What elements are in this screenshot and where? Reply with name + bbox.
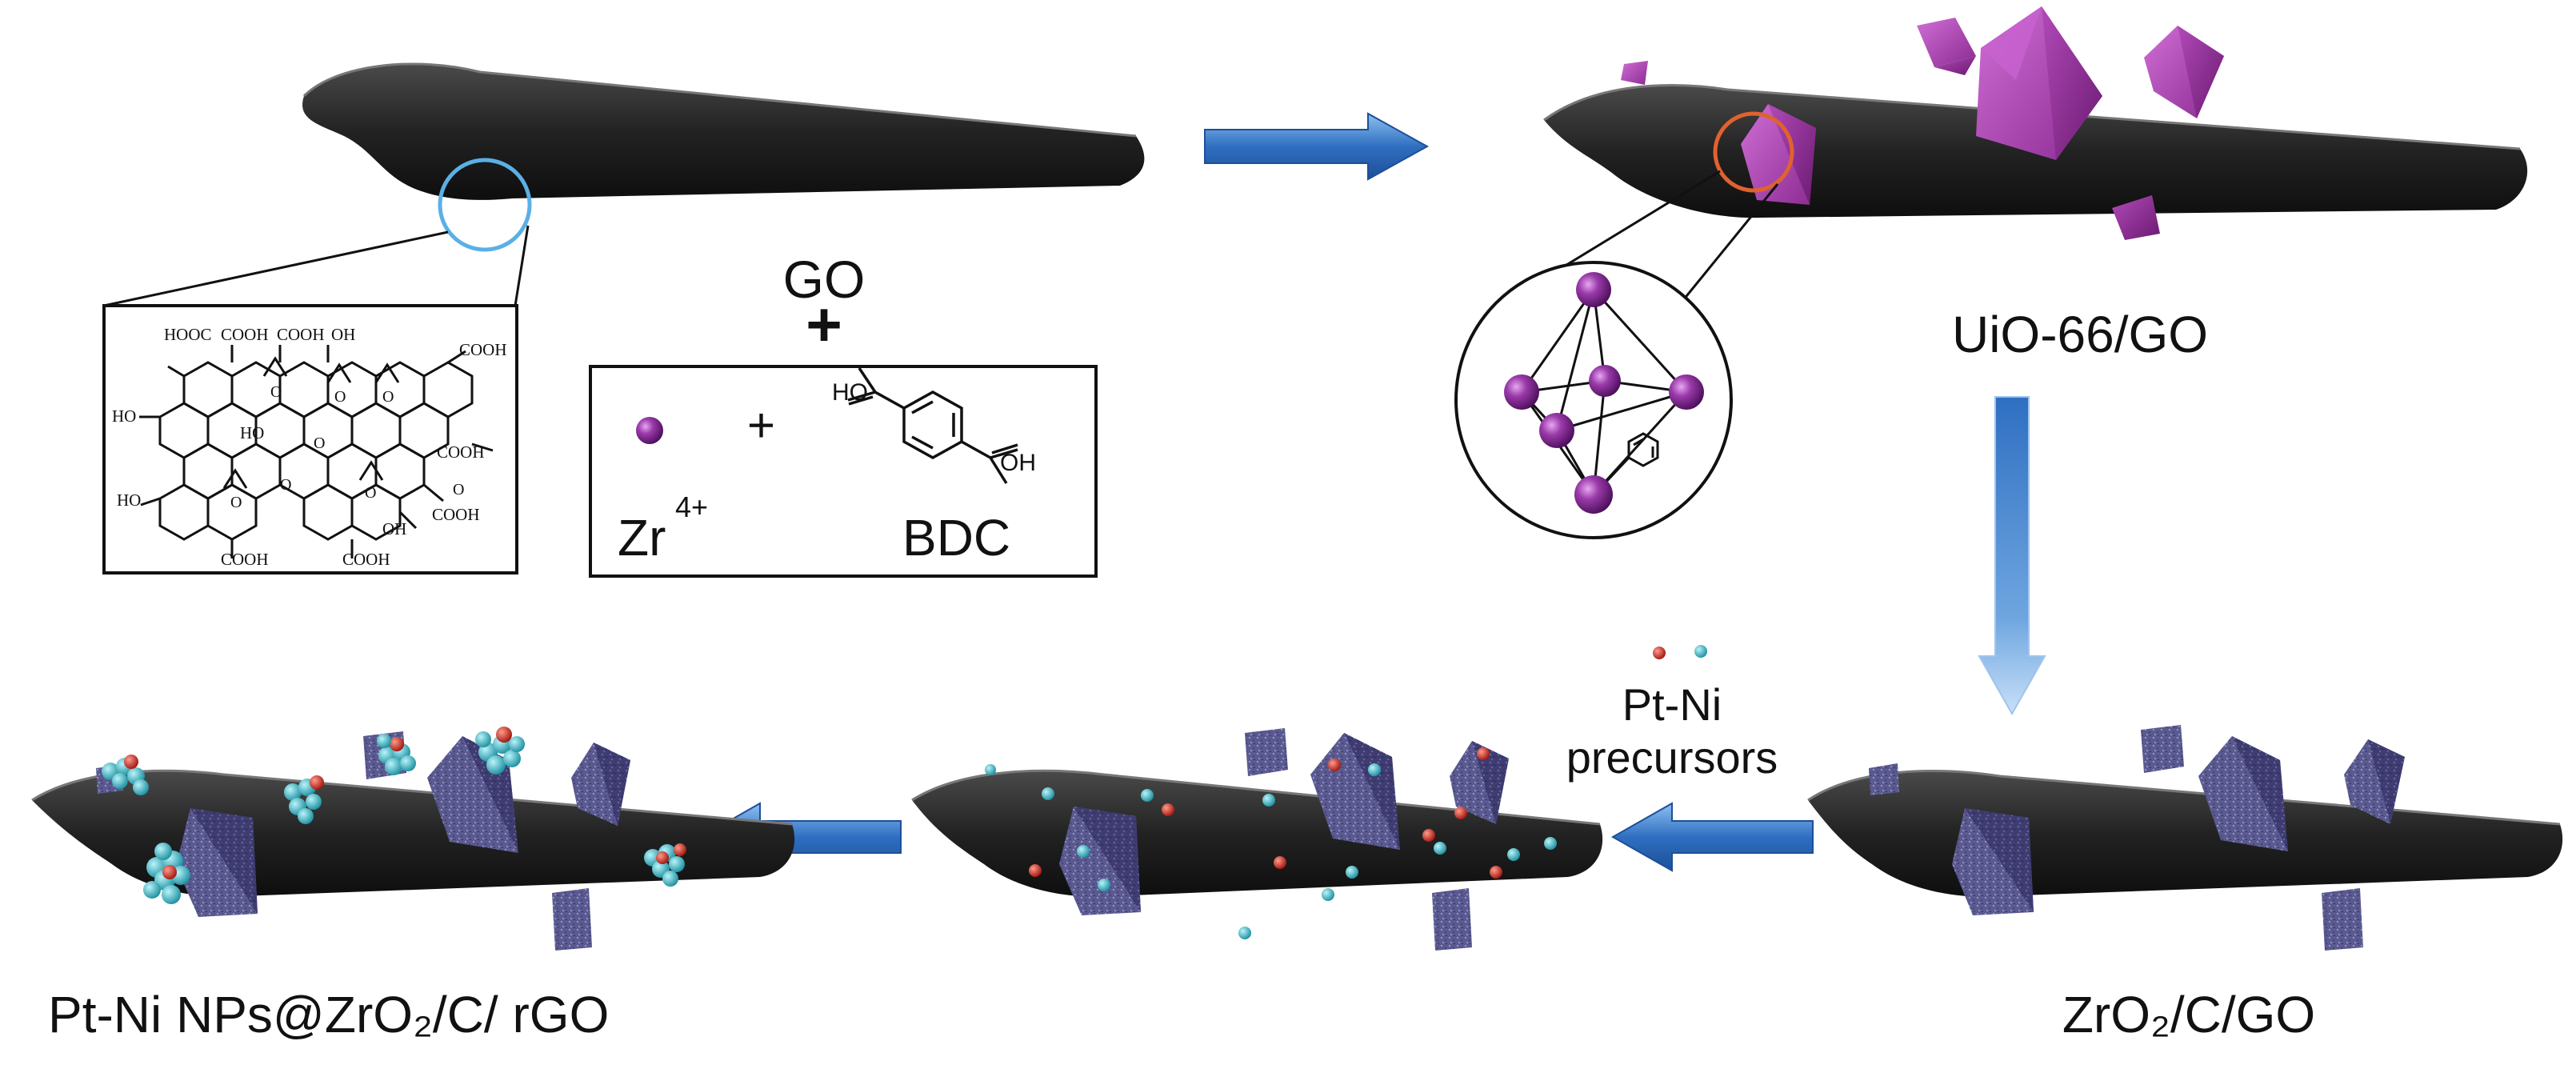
uio-zoom-line-right	[1678, 183, 1779, 305]
pt-precursor-dot	[1653, 647, 1666, 659]
final-product-label: Pt-Ni NPs@ZrO₂/C/ rGO	[48, 986, 609, 1043]
go-label-cooh-7: COOH	[342, 550, 390, 569]
go-zoom-line-right	[514, 225, 530, 306]
ptni-label-line2: precursors	[1566, 732, 1778, 783]
go-label-o-8: O	[453, 481, 464, 498]
go-zoom-line-left	[103, 230, 449, 307]
arrow-uio-to-zro2	[1978, 396, 2046, 716]
go-label-cooh-6: COOH	[221, 550, 269, 569]
zro2-sheet	[1807, 770, 2563, 897]
go-label-o-3: O	[382, 388, 394, 406]
uio-unit-cell	[1454, 261, 1733, 539]
go-label-cooh-1: COOH	[221, 325, 269, 344]
zr-ion-label: Zr	[618, 509, 666, 567]
zro2-crystal-1	[1869, 763, 1899, 795]
reagents-box: Zr 4+ + HO OH BDC	[589, 365, 1098, 578]
np-cluster-2	[284, 775, 324, 824]
loaded-crystal-4	[1059, 807, 1141, 915]
zro2-crystal-4	[2344, 739, 2405, 824]
bdc-ho-label: HO	[832, 379, 868, 406]
ni-precursor-dot	[1694, 645, 1707, 658]
go-label-cooh-4: COOH	[437, 442, 485, 462]
go-label-o-2: O	[334, 388, 346, 406]
final-crystal-3	[571, 743, 630, 826]
uio-zoom-circle	[1713, 111, 1794, 193]
zro2-crystal-2	[2141, 725, 2184, 773]
go-structure-box: HOOC COOH COOH OH COOH HO COOH HO COOH H…	[102, 304, 518, 575]
uio-crystal-small-left	[1621, 61, 1648, 85]
np-cluster-1	[102, 755, 149, 795]
zro2-crystal-5	[1952, 808, 2034, 915]
np-cluster-5	[143, 843, 190, 904]
go-label-cooh-3: COOH	[459, 340, 507, 359]
uio-crystal-right	[2144, 26, 2224, 118]
go-label-o-5: O	[365, 484, 376, 502]
go-label-oh-1: OH	[331, 325, 355, 344]
loaded-crystal-5	[1432, 888, 1472, 951]
big-plus-sign: +	[806, 289, 842, 359]
zr-ion-charge: 4+	[675, 490, 708, 523]
final-crystal-5	[552, 888, 592, 951]
go-label-ho-1: HO	[112, 406, 136, 426]
zr-ion-sphere	[636, 417, 663, 444]
go-label-o-7: O	[280, 476, 291, 494]
go-label-oh-2: OH	[382, 519, 406, 539]
uio-go-label: UiO-66/GO	[1952, 306, 2208, 363]
np-cluster-4	[475, 727, 525, 775]
bdc-label: BDC	[902, 509, 1010, 567]
np-cluster-6	[644, 843, 686, 887]
zro2-crystal-6	[2322, 888, 2363, 951]
go-label-cooh-2: COOH	[277, 325, 325, 344]
zro2-crystals	[1869, 725, 2405, 951]
loaded-crystal-3	[1450, 741, 1509, 824]
ptni-label-line1: Pt-Ni	[1622, 679, 1722, 730]
arrow-zro2-to-loaded	[1610, 802, 1814, 872]
zro2-crystal-3	[2198, 736, 2288, 851]
go-plus-title: GO	[783, 250, 866, 309]
uio-crystal-top-mid	[1917, 18, 1976, 75]
final-crystal-4	[176, 808, 258, 917]
go-zoom-circle	[438, 158, 532, 252]
go-label-ho-2: HO	[240, 423, 264, 442]
uio-crystal-large	[1976, 6, 2102, 160]
zro2-c-go-label: ZrO₂/C/GO	[2062, 986, 2315, 1043]
loaded-crystals	[1059, 728, 1509, 951]
loaded-crystal-1	[1245, 728, 1288, 776]
go-label-o-4: O	[230, 494, 242, 511]
go-label-hooc: HOOC	[164, 325, 212, 344]
uio-crystals	[1621, 6, 2224, 240]
go-label-o-6: O	[314, 434, 325, 452]
go-label-o-1: O	[270, 383, 282, 401]
small-plus-sign: +	[747, 398, 775, 452]
bdc-oh-label: OH	[1000, 450, 1036, 476]
go-label-ho-3: HO	[117, 490, 141, 510]
uio-crystal-under	[2112, 195, 2160, 240]
go-sheet	[302, 62, 1145, 200]
arrow-go-to-uio	[1204, 112, 1430, 181]
go-label-cooh-5: COOH	[432, 505, 480, 524]
ptni-nanoparticle-clusters	[102, 727, 686, 904]
bdc-molecule	[847, 367, 1018, 484]
precursor-dots	[985, 747, 1557, 939]
np-cluster-3	[377, 734, 416, 775]
bdc-linker-ring	[1603, 432, 1659, 485]
